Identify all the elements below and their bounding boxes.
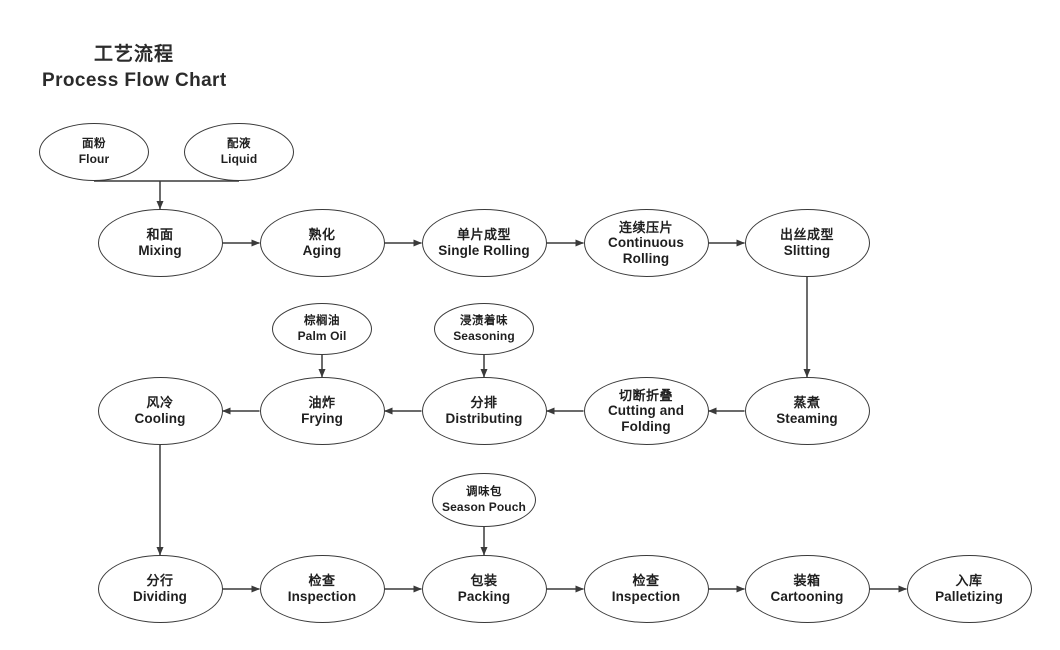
node-label-cn: 浸渍着味 xyxy=(460,315,508,328)
node-label-cn: 面粉 xyxy=(82,138,106,151)
chart-title-cn: 工艺流程 xyxy=(94,44,175,65)
chart-title-block: 工艺流程 Process Flow Chart xyxy=(42,42,227,93)
node-label-en: Cartooning xyxy=(770,588,844,604)
node-label-cn: 风冷 xyxy=(146,395,174,411)
node-label-cn: 包装 xyxy=(470,573,498,589)
node-label-en: Dividing xyxy=(132,588,188,604)
chart-title-en: Process Flow Chart xyxy=(42,69,227,91)
node-label-cn: 检查 xyxy=(308,573,336,589)
node-label-en: Palletizing xyxy=(935,588,1003,604)
node-label-en: Liquid xyxy=(220,151,258,166)
node-label-cn: 检查 xyxy=(632,573,660,589)
node-label-en: Steaming xyxy=(776,410,838,426)
node-label-en: Inspection xyxy=(611,588,681,604)
node-label-en: Aging xyxy=(302,242,342,258)
node-label-cn: 连续压片 xyxy=(618,219,673,235)
node-label-en: Slitting xyxy=(783,242,831,258)
node-label-cn: 棕榈油 xyxy=(304,315,340,328)
node-label-cn: 分排 xyxy=(470,395,498,411)
node-label-en: Cooling xyxy=(134,410,186,426)
node-label-cn: 分行 xyxy=(146,573,174,589)
node-label-en: Cutting and Folding xyxy=(607,403,685,434)
node-label-cn: 切断折叠 xyxy=(618,387,673,403)
node-label-en: Frying xyxy=(301,410,343,426)
node-label-cn: 调味包 xyxy=(466,486,502,499)
node-label-en: Palm Oil xyxy=(297,328,347,343)
node-label-en: Single Rolling xyxy=(438,242,530,258)
node-label-cn: 入库 xyxy=(955,573,983,589)
node-label-cn: 出丝成型 xyxy=(779,227,834,243)
node-label-en: Flour xyxy=(78,151,110,166)
node-label-cn: 蒸煮 xyxy=(793,395,821,411)
node-label-en: Continuous Rolling xyxy=(608,235,684,266)
node-label-cn: 配液 xyxy=(227,138,251,151)
node-label-en: Mixing xyxy=(138,242,182,258)
node-label-en: Distributing xyxy=(445,410,523,426)
node-label-en: Season Pouch xyxy=(442,499,526,514)
node-label-en: Inspection xyxy=(287,588,357,604)
node-label-cn: 单片成型 xyxy=(456,227,511,243)
node-label-cn: 熟化 xyxy=(308,227,336,243)
node-label-cn: 和面 xyxy=(146,227,174,243)
node-label-en: Seasoning xyxy=(453,328,515,343)
node-label-en: Packing xyxy=(457,588,511,604)
node-label-cn: 装箱 xyxy=(793,573,821,589)
node-label-cn: 油炸 xyxy=(308,395,336,411)
